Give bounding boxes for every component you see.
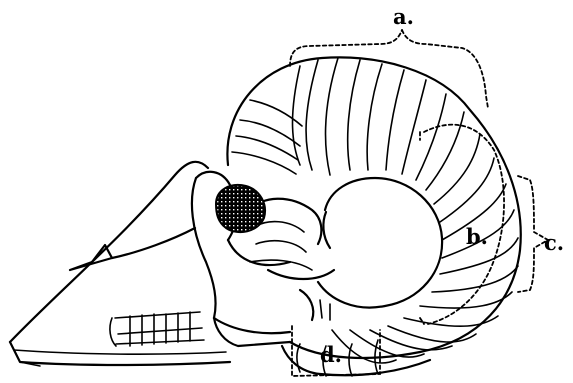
horn-outline [227,57,520,375]
label-c: c. [544,230,564,255]
eye-socket [216,185,265,232]
teeth [110,312,204,346]
label-d: d. [320,342,342,367]
annotation-brackets [290,30,548,376]
label-a: a. [393,4,414,29]
skull-outline [10,162,334,366]
label-b: b. [466,224,488,249]
